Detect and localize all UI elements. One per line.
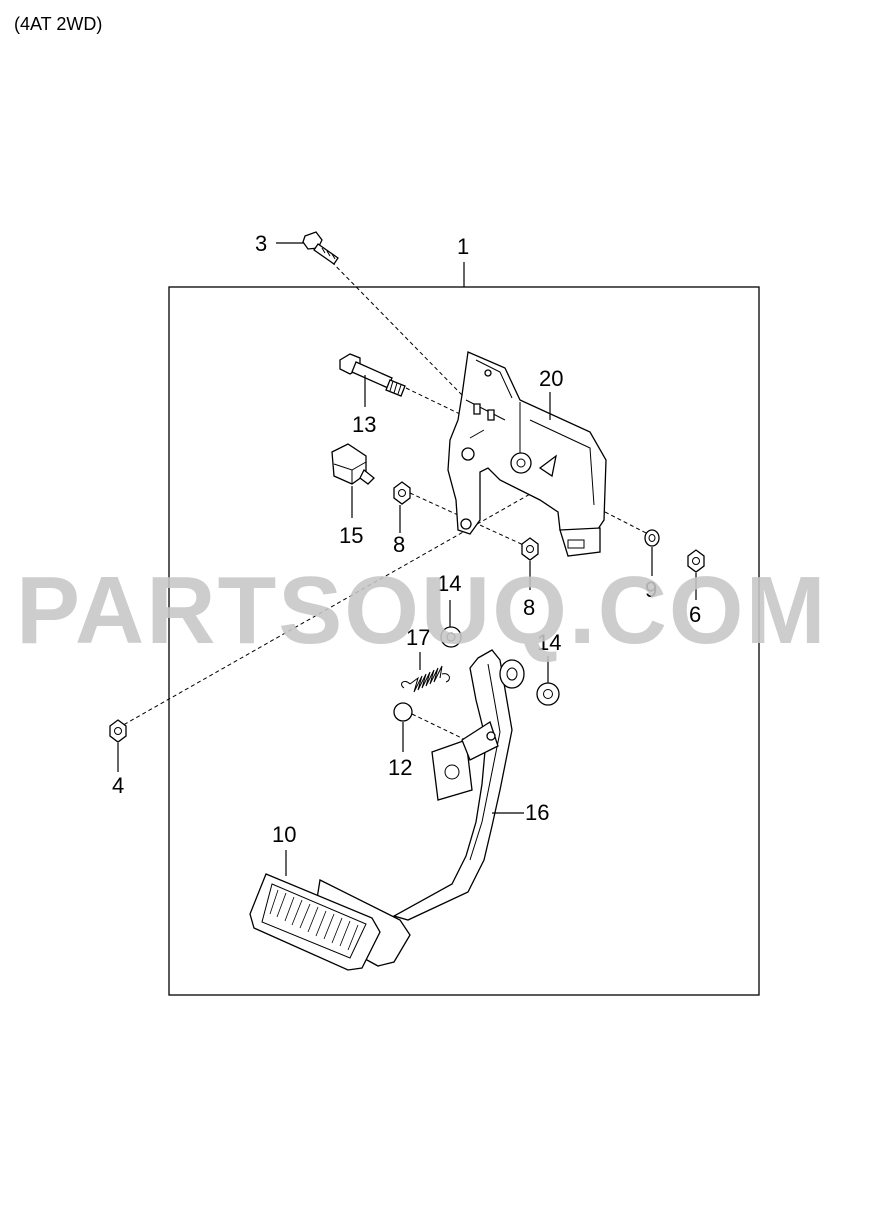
bushing-part-14-lower	[536, 682, 560, 706]
spring-part-17	[401, 665, 450, 693]
callout-12: 12	[388, 755, 412, 780]
callout-16: 16	[525, 800, 549, 825]
bracket-part-20	[447, 351, 607, 557]
callout-14-lower: 14	[537, 630, 561, 655]
callout-6: 6	[689, 602, 701, 627]
callout-15: 15	[339, 523, 363, 548]
callout-10: 10	[272, 822, 296, 847]
bolt-part-3	[302, 231, 339, 265]
diagram-caption: (4AT 2WD)	[14, 14, 103, 34]
stopper-part-15	[331, 443, 375, 485]
pivot-bolt-part-13	[339, 353, 406, 397]
washer-part-9	[644, 529, 660, 547]
callout-8-left: 8	[393, 532, 405, 557]
callout-13: 13	[352, 412, 376, 437]
bushing-part-14-upper	[440, 626, 462, 648]
stopper-cap-part-12	[393, 702, 413, 722]
callout-3: 3	[255, 231, 267, 256]
callout-1: 1	[457, 234, 469, 259]
pedal-pad-part-10	[249, 873, 411, 971]
callout-17: 17	[406, 625, 430, 650]
callout-8-right: 8	[523, 595, 535, 620]
nut-part-8-left	[393, 481, 411, 505]
nut-part-4	[109, 719, 127, 743]
callout-4: 4	[112, 773, 124, 798]
nut-part-6	[687, 549, 705, 573]
nut-part-8-right	[521, 537, 539, 561]
callout-9: 9	[645, 577, 657, 602]
callout-20: 20	[539, 366, 563, 391]
callout-14-upper: 14	[437, 571, 461, 596]
pedal-arm-part-16	[392, 649, 525, 921]
